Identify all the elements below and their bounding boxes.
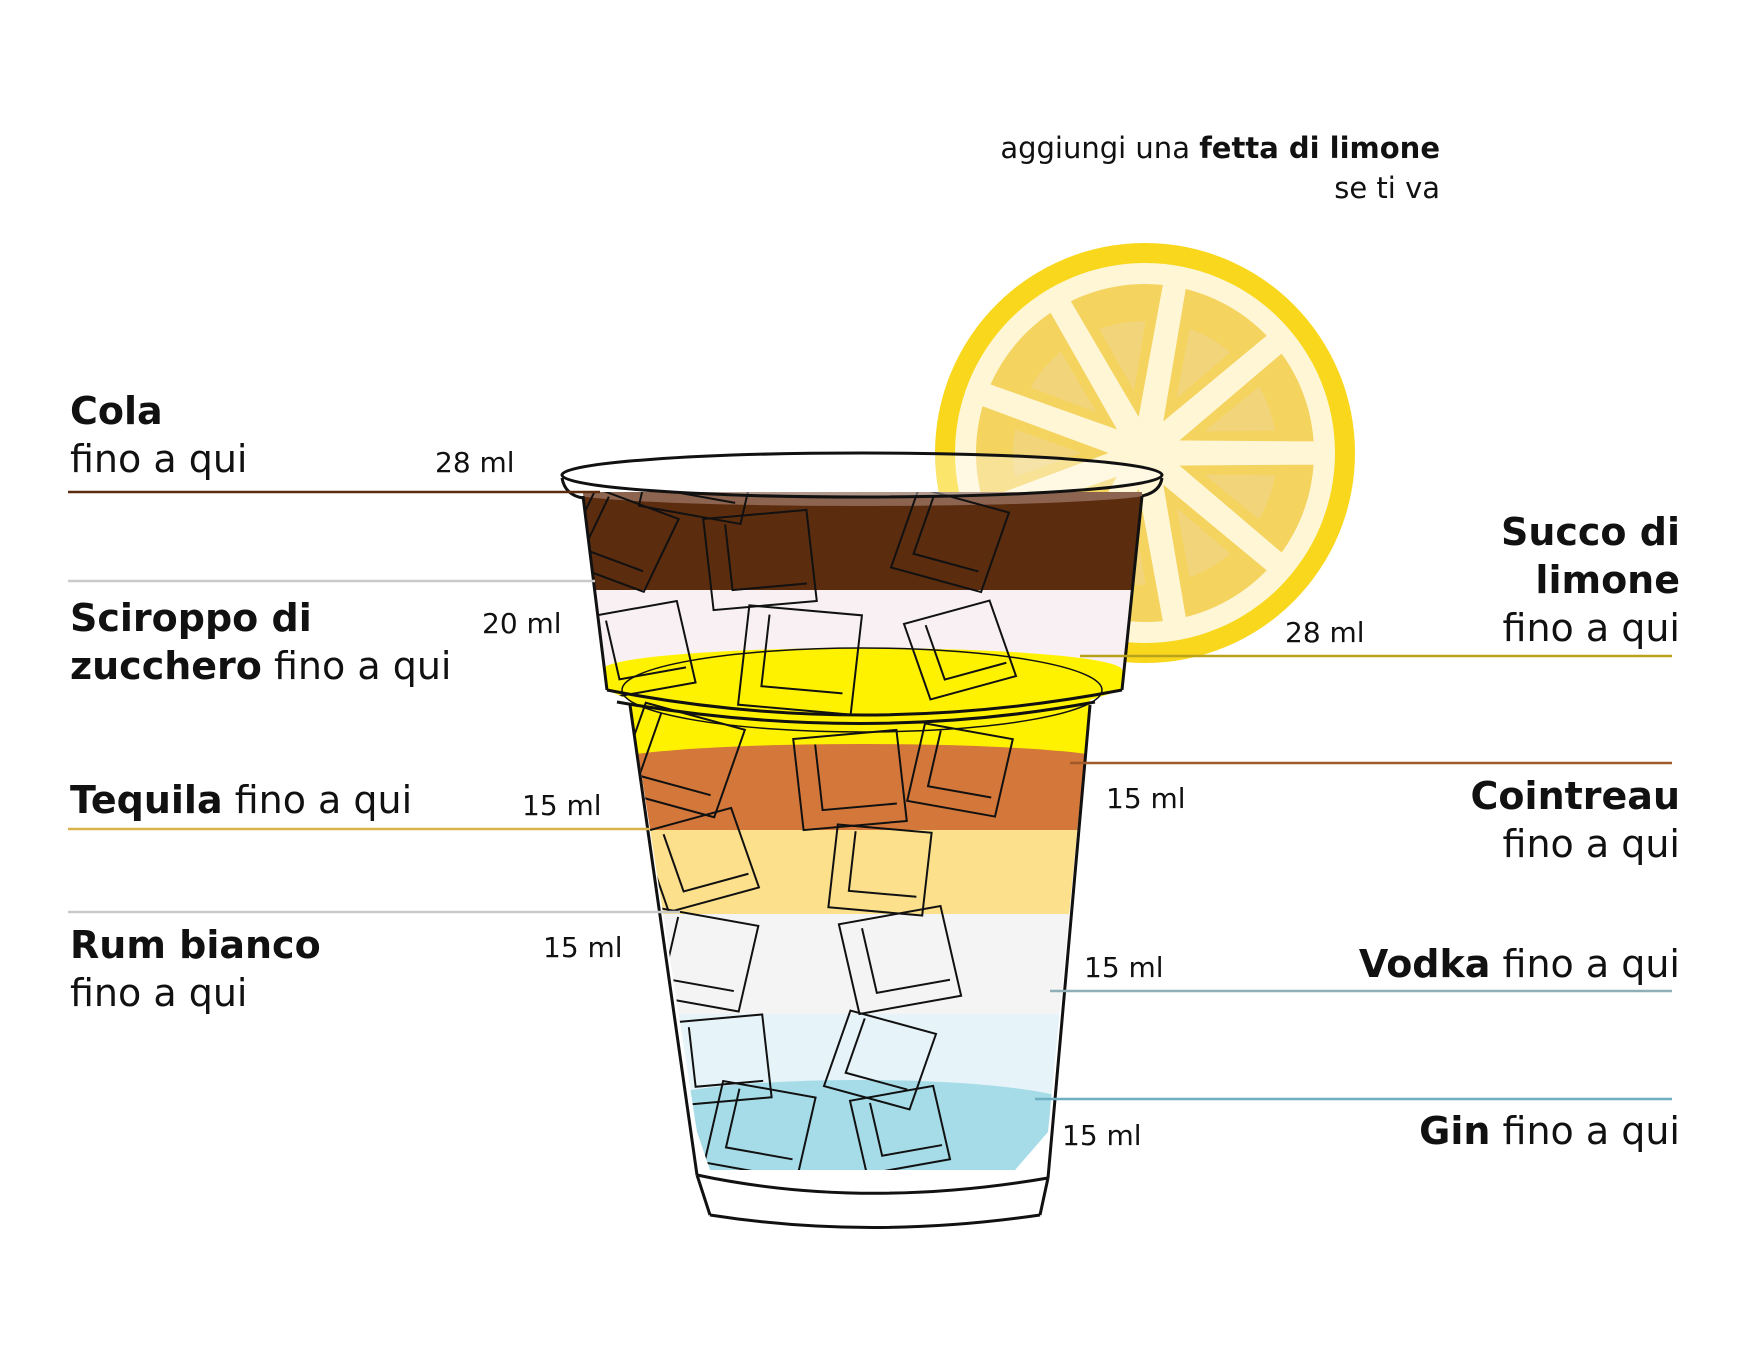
ice-cube-edge [662, 833, 749, 893]
label-gin: Gin fino a qui [1419, 1107, 1680, 1155]
label-sciroppo-name2: zucchero [70, 644, 262, 688]
lemon-segment-inner [1013, 429, 1082, 477]
amount-cointreau: 15 ml [1106, 782, 1186, 815]
ice-cube-edge [847, 831, 917, 898]
ice-cube [889, 492, 1011, 594]
amount-tequila: 15 ml [522, 789, 602, 822]
label-vodka-suffix: fino a qui [1502, 942, 1680, 986]
ice-cube-edge [844, 1018, 908, 1091]
ice-cube-edge [861, 928, 951, 994]
garnish-note: aggiungi una fetta di limone se ti va [1000, 128, 1440, 208]
lemon-segment-inner [1030, 351, 1097, 413]
leader-lines [68, 490, 1672, 1101]
ice-cube-edge [687, 1027, 764, 1088]
lemon-segment-inner [1204, 474, 1276, 520]
ice-cube-edge [869, 1102, 943, 1157]
ice-cube [703, 1079, 817, 1170]
layer-succo-top [602, 648, 1122, 692]
garnish-note-line2: se ti va [1334, 171, 1440, 205]
lemon-segment-inner [1176, 507, 1231, 578]
ice-cube-edge [724, 524, 807, 592]
label-tequila-name: Tequila [70, 778, 223, 822]
label-tequila-suffix: fino a qui [234, 778, 413, 822]
garnish-note-bold: fetta di limone [1199, 131, 1440, 165]
amount-cola: 28 ml [435, 446, 515, 479]
glass-rim [560, 451, 1164, 499]
amount-gin: 15 ml [1062, 1119, 1142, 1152]
amount-sciroppo: 20 ml [482, 607, 562, 640]
label-gin-suffix: fino a qui [1502, 1109, 1680, 1153]
ice-cube-edge [912, 496, 979, 573]
ice-cube [822, 1009, 938, 1111]
ice-cube [827, 823, 933, 917]
glass-inner-ring [621, 647, 1103, 733]
label-cola-suffix: fino a qui [70, 437, 248, 481]
lemon-segment-inner [1099, 321, 1146, 391]
amount-succo: 28 ml [1285, 616, 1365, 649]
label-tequila: Tequila fino a qui [70, 776, 412, 824]
ice-cube [848, 1084, 952, 1170]
ice-cube-edge [924, 624, 1007, 681]
garnish-note-prefix: aggiungi una [1000, 131, 1190, 165]
label-vodka-name: Vodka [1358, 942, 1491, 986]
lemon-segment [1168, 458, 1320, 560]
label-cointreau-suffix: fino a qui [1502, 822, 1680, 866]
ice-cube [906, 722, 1014, 818]
label-cola-name: Cola [70, 389, 163, 433]
label-sciroppo-suffix: fino a qui [274, 644, 452, 688]
label-cola: Cola fino a qui [70, 387, 247, 483]
amount-vodka: 15 ml [1084, 951, 1164, 984]
ice-cube-edge [605, 620, 687, 681]
layer-cointreau-top [602, 744, 1122, 784]
label-succo-suffix: fino a qui [1502, 606, 1680, 650]
lemon-segment-inner [1176, 328, 1231, 399]
ice-cube-edge [660, 492, 736, 504]
label-cointreau: Cointreau fino a qui [1471, 772, 1680, 868]
label-succo-name2: limone [1535, 558, 1680, 602]
ice-cube-edge [724, 1088, 793, 1161]
ice-cube [837, 904, 963, 1016]
ice-cube [702, 508, 818, 612]
lemon-segment-inner [1204, 386, 1276, 432]
label-gin-name: Gin [1419, 1109, 1491, 1153]
label-rum: Rum bianco fino a qui [70, 921, 321, 1017]
label-succo: Succo di limone fino a qui [1501, 508, 1680, 652]
ice-cube-edge [926, 730, 992, 799]
ice-cube-edge [814, 744, 897, 812]
label-succo-name1: Succo di [1500, 510, 1680, 554]
ice-cube [637, 492, 763, 526]
label-vodka: Vodka fino a qui [1359, 940, 1680, 988]
label-sciroppo: Sciroppo di zucchero fino a qui [70, 594, 451, 690]
liquid-layers [583, 492, 1142, 1170]
ice-cube [902, 599, 1018, 701]
amount-rum: 15 ml [543, 931, 623, 964]
label-rum-name: Rum bianco [70, 923, 321, 967]
lemon-segment [1168, 346, 1320, 448]
ice-cube [613, 701, 747, 819]
label-cointreau-name: Cointreau [1470, 774, 1680, 818]
ice-cube-edge [760, 614, 843, 695]
label-sciroppo-name1: Sciroppo di [70, 596, 312, 640]
label-rum-suffix: fino a qui [70, 971, 248, 1015]
